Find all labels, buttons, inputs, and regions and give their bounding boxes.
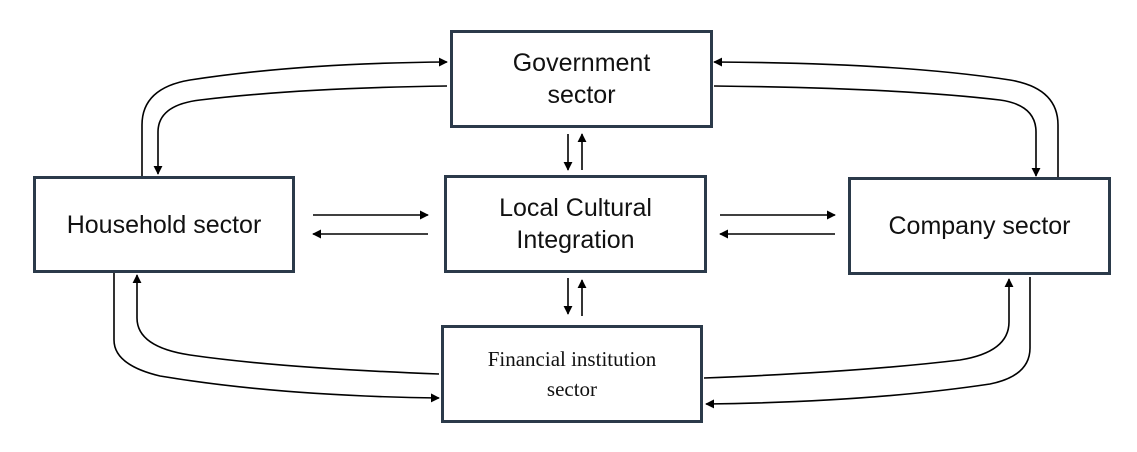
government-sector-box: Government sector	[450, 30, 713, 128]
government-sector-label-line2: sector	[547, 81, 616, 109]
household-sector-box: Household sector	[33, 176, 295, 273]
arrow-company-to-financial	[705, 277, 1031, 409]
arrow-government-to-household	[153, 85, 448, 175]
integration-label-line2: Integration	[516, 226, 635, 254]
financial-institution-sector-box: Financial institution sector	[441, 325, 703, 423]
company-sector-label: Company sector	[888, 212, 1071, 240]
arrow-household-to-financial	[113, 272, 440, 403]
household-sector-label: Household sector	[66, 210, 262, 239]
arrow-household-to-government	[141, 57, 448, 176]
arrow-financial-to-company	[703, 278, 1014, 379]
financial-sector-label-line1: Financial institution	[487, 347, 657, 371]
government-sector-label-line1: Government	[512, 49, 651, 77]
company-sector-box: Company sector	[848, 177, 1111, 275]
financial-sector-label-line2: sector	[546, 377, 598, 401]
arrow-financial-to-household	[132, 274, 440, 375]
arrow-government-to-company	[713, 85, 1041, 177]
local-cultural-integration-box: Local Cultural Integration	[444, 175, 707, 273]
integration-label-line1: Local Cultural	[499, 194, 652, 222]
arrow-company-to-government	[713, 57, 1059, 178]
